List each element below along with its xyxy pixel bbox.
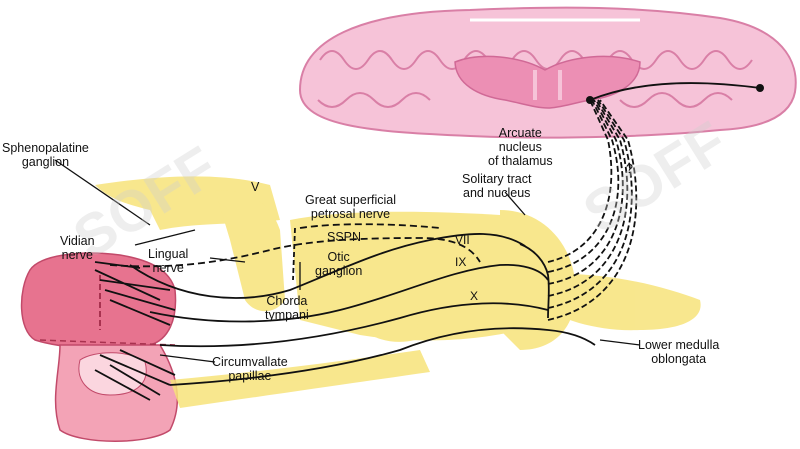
label-lower-medulla: Lower medulla oblongata <box>638 338 720 366</box>
label-ix: IX <box>455 255 467 269</box>
label-lingual-nerve: Lingual nerve <box>148 247 189 275</box>
label-x: X <box>470 289 479 303</box>
label-sphenopalatine-ganglion: Sphenopalatine ganglion <box>2 141 89 169</box>
label-trigeminal-v: V <box>251 180 260 194</box>
label-otic-ganglion: Otic ganglion <box>315 250 363 278</box>
arcuate-terminal <box>586 96 594 104</box>
nerve-pathways <box>54 82 761 401</box>
tongue-region <box>20 252 179 442</box>
label-arcuate-nucleus: Arcuate nucleus of thalamus <box>488 126 553 168</box>
label-solitary-tract: Solitary tract and nucleus <box>462 172 532 200</box>
thalamus-terminal <box>756 84 764 92</box>
label-vidian-nerve: Vidian nerve <box>60 234 95 262</box>
label-question-mark: ? <box>626 162 633 176</box>
label-vii: VII <box>455 233 470 247</box>
label-sspn: SSPN <box>327 230 362 244</box>
label-circumvallate-papillae: Circumvallate papillae <box>212 355 288 383</box>
label-great-superficial-petrosal: Great superficial petrosal nerve <box>305 193 397 221</box>
brain-section <box>298 6 797 139</box>
label-chorda-tympani: Chorda tympani <box>265 294 309 322</box>
